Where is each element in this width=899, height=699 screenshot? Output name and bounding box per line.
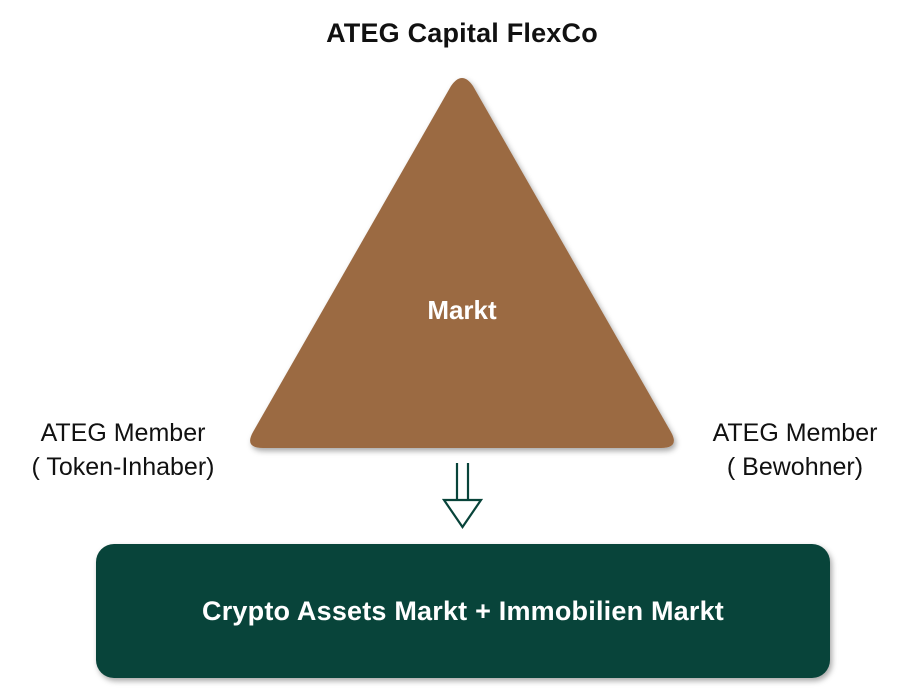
top-node-label: ATEG Capital FlexCo xyxy=(326,18,598,48)
down-arrow-icon xyxy=(441,463,484,529)
left-node: ATEG Member ( Token-Inhaber) xyxy=(8,416,238,484)
left-node-line1: ATEG Member xyxy=(40,419,206,447)
right-node: ATEG Member ( Bewohner) xyxy=(692,416,898,484)
right-node-line2: ( Bewohner) xyxy=(726,453,864,481)
right-node-line1: ATEG Member xyxy=(712,419,878,447)
result-box-label: Crypto Assets Markt + Immobilien Markt xyxy=(202,595,724,626)
result-box: Crypto Assets Markt + Immobilien Markt xyxy=(96,544,830,678)
center-node-label: Markt xyxy=(427,295,497,325)
left-node-line2: ( Token-Inhaber) xyxy=(31,453,215,481)
market-triangle xyxy=(250,78,674,448)
